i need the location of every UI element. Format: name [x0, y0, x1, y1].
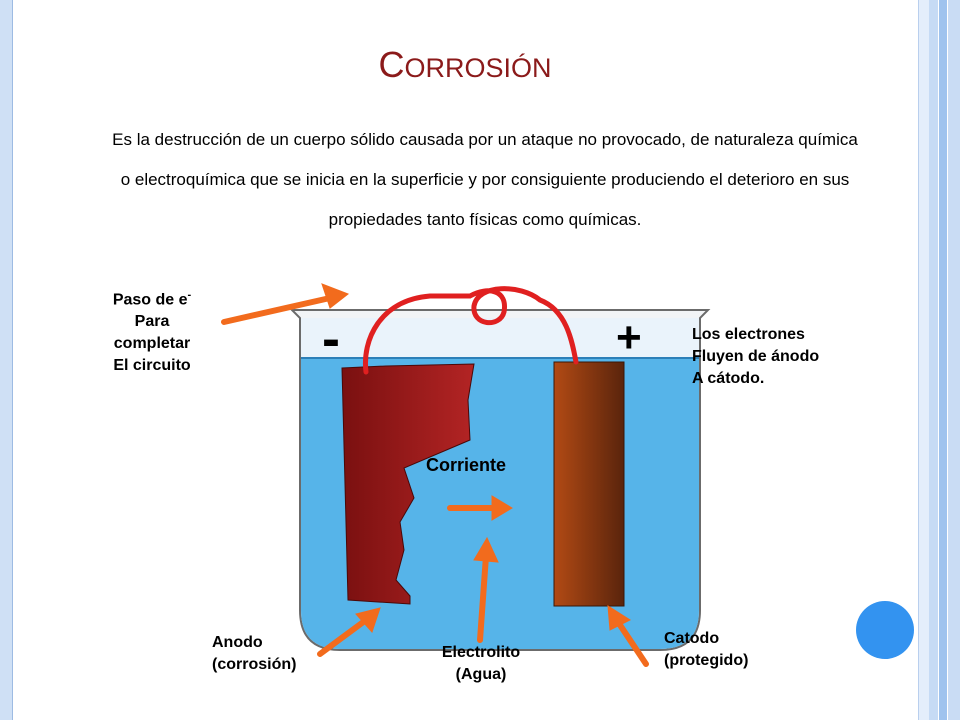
paso-arrow-head: [321, 283, 350, 309]
definition-paragraph: Es la destrucción de un cuerpo sólido ca…: [112, 130, 858, 229]
flow-line1: Los electrones: [692, 326, 805, 343]
corriente-label: Corriente: [426, 455, 507, 475]
flow-line3: A cátodo.: [692, 370, 765, 387]
electrolito-arrow-head: [473, 536, 499, 563]
catodo-line2: (protegido): [664, 652, 749, 669]
electron-flow-label: Los electrones Fluyen de ánodo A cátodo.: [692, 324, 892, 390]
plus-sign: +: [616, 313, 642, 362]
cathode-electrode: [553, 361, 625, 607]
decorative-blue-dot: [856, 601, 914, 659]
catodo-label: Catodo (protegido): [664, 628, 748, 672]
anodo-arrow: [317, 617, 369, 657]
paso-line2: Para: [134, 313, 170, 331]
anode-electrode: [341, 363, 475, 605]
corriente-arrow-head: [491, 495, 513, 521]
electrolito-arrow: [477, 553, 489, 643]
page-title: CORROSIÓN: [0, 44, 930, 86]
external-wire: [362, 286, 579, 375]
paso-line4: El circuito: [113, 357, 191, 375]
paso-line1: Paso de e-: [112, 289, 192, 309]
electrolito-line1: Electrolito: [441, 644, 521, 661]
right-border-stripe-2: [929, 0, 938, 720]
anodo-line1: Anodo: [212, 634, 263, 651]
electrolito-line2: (Agua): [455, 666, 507, 683]
anodo-arrow-head: [355, 607, 381, 633]
right-border-stripe-4: [948, 0, 960, 720]
flow-line2: Fluyen de ánodo: [692, 348, 820, 365]
catodo-arrow-head: [607, 605, 632, 631]
anodo-line2: (corrosión): [212, 656, 297, 673]
left-border-stripe: [0, 0, 13, 720]
electrolito-label: Electrolito (Agua): [416, 642, 546, 686]
catodo-line1: Catodo: [664, 630, 720, 647]
paso-arrow: [221, 295, 333, 325]
minus-sign: -: [322, 309, 340, 369]
title-rest: ORROSIÓN: [404, 53, 552, 83]
right-border-stripe-1: [918, 0, 929, 720]
anodo-label: Anodo (corrosión): [212, 632, 296, 676]
catodo-arrow: [615, 619, 649, 667]
paso-label: Paso de e- Para completar El circuito: [88, 284, 216, 377]
title-first-letter: C: [378, 44, 405, 85]
right-border-stripe-3: [939, 0, 947, 720]
paso-line3: completar: [113, 335, 191, 353]
